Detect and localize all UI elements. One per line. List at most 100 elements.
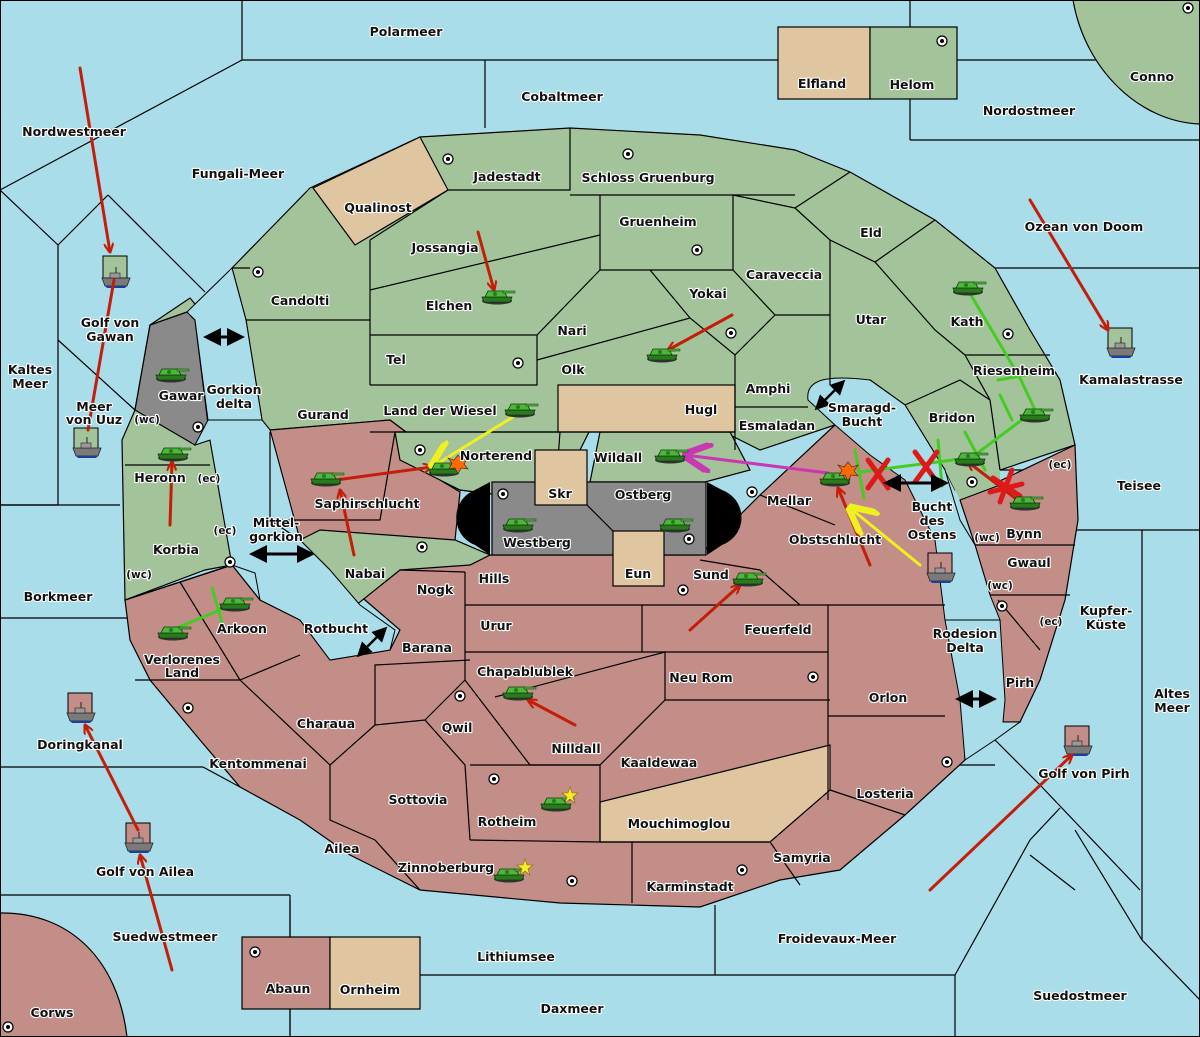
sea-label: Borkmeer [24,589,94,604]
sea-label: Bucht [842,414,883,429]
army-elchen-icon[interactable] [481,290,516,305]
province-label: Nilldall [551,741,600,756]
supply-center-icon [1182,2,1194,14]
move-order-arrow [668,313,734,350]
sea-label: Rodesion [933,626,998,641]
coast-label: (ec) [198,473,221,485]
army-sund-icon[interactable] [732,572,767,587]
army-olk-icon[interactable] [646,348,681,363]
sea-label: des [920,513,945,528]
army-ostberg-icon[interactable] [659,518,694,533]
sea-label: Fungali-Meer [192,166,285,181]
province-label: Rotheim [478,814,537,829]
sea-label: Polarmeer [370,24,444,39]
province-label: Jossangia [410,240,478,255]
province-label: Riesenheim [973,363,1055,378]
province-label: Gruenheim [619,214,696,229]
sea-label: Golf von [81,315,140,330]
sea-label: Golf von Pirh [1038,766,1129,781]
supply-center-icon [252,266,264,278]
province-skr[interactable] [534,449,588,506]
province-label: Skr [548,486,572,501]
province-label: Kath [951,314,984,329]
army-bynn-icon[interactable] [1009,496,1044,511]
army-chapablublek-icon[interactable] [502,686,537,701]
province-label: Saphirschlucht [315,496,420,511]
province-hugl[interactable] [557,384,736,433]
province-label: Abaun [266,981,311,996]
move-order-arrow [340,490,356,557]
move-order-arrow [334,467,432,482]
province-eun[interactable] [612,530,665,587]
sea-mittel-gorkion[interactable] [193,419,396,661]
move-order-arrow [928,755,1072,892]
supply-center-icon [249,946,261,958]
supply-center-icon [416,541,428,553]
province-label: Wildall [594,450,642,465]
province-label: Urur [480,618,512,633]
province-label: Nari [557,323,586,338]
failed-order-mark [987,467,1025,505]
supply-center-icon [512,357,524,369]
support-line [858,456,970,474]
sea-label: Küste [1086,617,1126,632]
dislodged-burst-icon [837,461,859,482]
province-label: Kentommenai [209,756,307,771]
move-order-arrow [140,855,174,972]
province-label: Hugl [685,402,718,417]
sea-label: Mittel- [253,515,300,530]
army-arkoon-icon[interactable] [219,597,254,612]
province-label: Yokai [688,286,727,301]
province-label: Sund [693,567,729,582]
army-saphirschlucht-icon[interactable] [310,472,345,487]
supply-center-icon [683,533,695,545]
army-kath-icon[interactable] [952,281,987,296]
province-label: Conno [1130,69,1175,84]
province-label: Norterend [460,448,532,463]
province-label: Charaua [297,716,355,731]
coast-label: (wc) [126,569,152,581]
sea-label: delta [216,396,252,411]
supply-center-icon [182,702,194,714]
province-label: Qualinost [344,200,411,215]
support-order-arrow [850,508,922,567]
army-heronn-icon[interactable] [157,447,192,462]
supply-center-icon [936,35,948,47]
province-label: Ailea [324,841,359,856]
sea-label: Daxmeer [540,1001,604,1016]
army-wildall-icon[interactable] [654,449,689,464]
army-bridon-icon[interactable] [954,452,989,467]
province-label: Korbia [153,542,199,557]
sea-label: von Uuz [66,412,122,427]
sea-label: Golf von Ailea [96,864,194,879]
province-label: Schloss Gruenburg [581,170,714,185]
province-corws[interactable] [0,912,128,1037]
province-label: Mellar [767,493,812,508]
army-land-der-wiesel-icon[interactable] [504,403,539,418]
orders [78,66,1108,972]
labels: Polarmeer Cobaltmeer Nordostmeer Nordwes… [7,23,1192,1021]
army-riesenheim-icon[interactable] [1019,408,1054,423]
army-westberg-icon[interactable] [502,518,537,533]
supply-center-icon [1002,328,1014,340]
army-verlorenes-land-icon[interactable] [157,626,192,641]
supply-center-icon [497,488,509,500]
province-westberg-ostberg[interactable] [491,481,707,556]
army-gawar-icon[interactable] [155,368,190,383]
dislodged-burst-icon [447,454,469,475]
support-line [966,288,1037,412]
sea-label: Doringkanal [37,737,123,752]
supply-center-icon [746,486,758,498]
sea-label: Rotbucht [304,621,368,636]
province-label: Gawar [159,388,205,403]
province-label: Olk [561,362,585,377]
province-label: Zinnoberburg [398,860,494,875]
province-ornheim[interactable] [329,936,421,1010]
province-label: Mouchimoglou [628,816,731,831]
armies [155,281,1054,883]
supply-center-icon [414,444,426,456]
province-conno[interactable] [1072,0,1200,125]
sea-label: Suedwestmeer [113,929,219,944]
sea-label: Smaragd- [828,400,896,415]
